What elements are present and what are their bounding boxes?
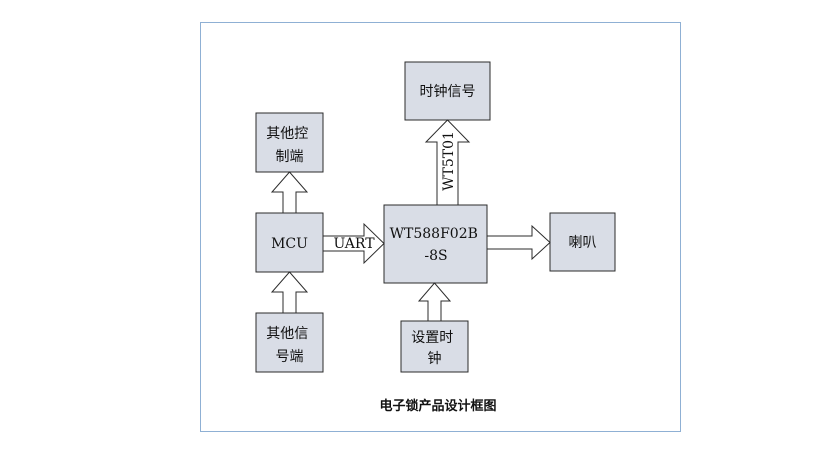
arrow-other-signal-to-mcu [270,271,309,314]
node-wt588 [383,204,488,284]
edge-label-wt5t01: WT5T01 [441,131,457,191]
label-clock-signal: 时钟信号 [420,83,476,100]
arrow-mcu-to-other-control [270,171,309,214]
node-clock-signal [404,61,491,121]
label-other-signal: 其他信 号端 [266,326,312,365]
edge-label-uart: UART [333,236,375,252]
node-speaker [549,212,616,272]
diagram-title: 电子锁产品设计框图 [379,398,496,414]
label-set-clock: 设置时 钟 [411,330,457,367]
node-mcu [255,212,324,273]
label-wt588: WT588F02B -8S [390,226,483,264]
arrow-wt588-to-speaker [486,224,551,261]
label-mcu: MCU [271,236,308,252]
node-set-clock [400,320,469,373]
arrow-wt588-to-clock-signal [424,119,471,206]
arrow-set-clock-to-wt588 [417,282,452,322]
node-other-signal [255,312,324,373]
label-speaker: 喇叭 [569,235,597,251]
label-other-control: 其他控 制端 [266,126,312,165]
node-other-control [255,112,324,173]
arrow-mcu-to-wt588 [322,222,385,265]
